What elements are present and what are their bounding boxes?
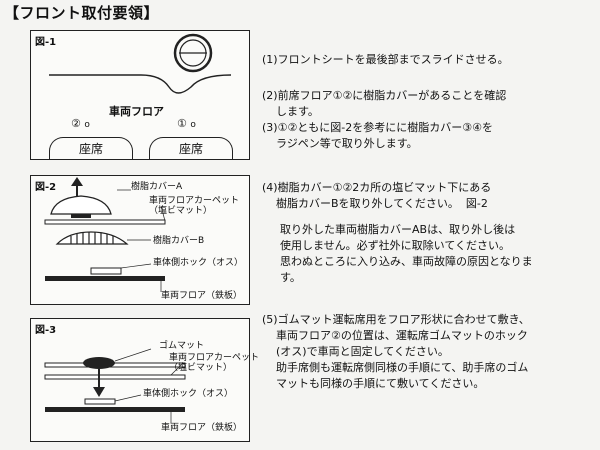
carpet-label: 車両フロアカーペット （塩ビマット） [149, 196, 240, 216]
cover-a-label: 樹脂カバーA [131, 182, 183, 192]
cover-b-label: 樹脂カバーB [153, 236, 205, 246]
page-title: 【フロント取付要領】 [4, 4, 160, 22]
marker-2: ② o [71, 117, 90, 130]
step-1: (1)フロントシートを最後部までスライドさせる。 [262, 53, 509, 66]
step-2: (2)前席フロア①②に樹脂カバーがあることを確認 します。 [262, 89, 507, 118]
marker-1: ① o [177, 117, 196, 130]
figure-3-drawing [44, 348, 186, 423]
figure-2: 図-2 樹脂カバーA 車両フロアカーペット （塩ビマット） 樹脂カバーB 車体側… [30, 175, 250, 305]
figure-1: 図-1 車両フロア ② o ① o 座席 座席 [30, 30, 250, 160]
step-3: (3)①②ともに図-2を参考にに樹脂カバー③④を ラジペン等で取り外します。 [262, 121, 493, 150]
figure-1-label: 図-1 [35, 37, 57, 48]
figure-3: 図-3 ゴムマット 車両フロアカーペット （塩ビマット） 車体側ホック（オス） … [30, 318, 259, 442]
floor-steel-label: 車両フロア（鉄板） [161, 291, 243, 301]
hook-label: 車体側ホック（オス） [153, 258, 244, 268]
figure-2-label: 図-2 [35, 182, 57, 193]
seat-left: 座席 [49, 137, 133, 160]
hook-label-3: 車体側ホック（オス） [143, 389, 234, 399]
floor-label: 車両フロア [109, 105, 164, 118]
floor-steel-label-3: 車両フロア（鉄板） [161, 423, 243, 433]
rubber-mat-label: ゴムマット [159, 341, 205, 351]
seat-right: 座席 [149, 137, 233, 160]
figure-1-drawing [49, 33, 232, 94]
step-5: (5)ゴムマット運転席用をフロア形状に合わせて敷き、 車両フロア②の位置は、運転… [262, 313, 530, 390]
removal-note: 取り外した車両樹脂カバーABは、取り外し後は 使用しません。必ず社外に取除いてく… [280, 223, 533, 284]
step-4: (4)樹脂カバー①②2カ所の塩ビマット下にある 樹脂カバーBを取り外してください… [262, 181, 492, 210]
figure-3-label: 図-3 [35, 325, 57, 336]
figure-2-drawing [44, 177, 166, 292]
carpet-label-3: 車両フロアカーペット （塩ビマット） [169, 353, 260, 373]
